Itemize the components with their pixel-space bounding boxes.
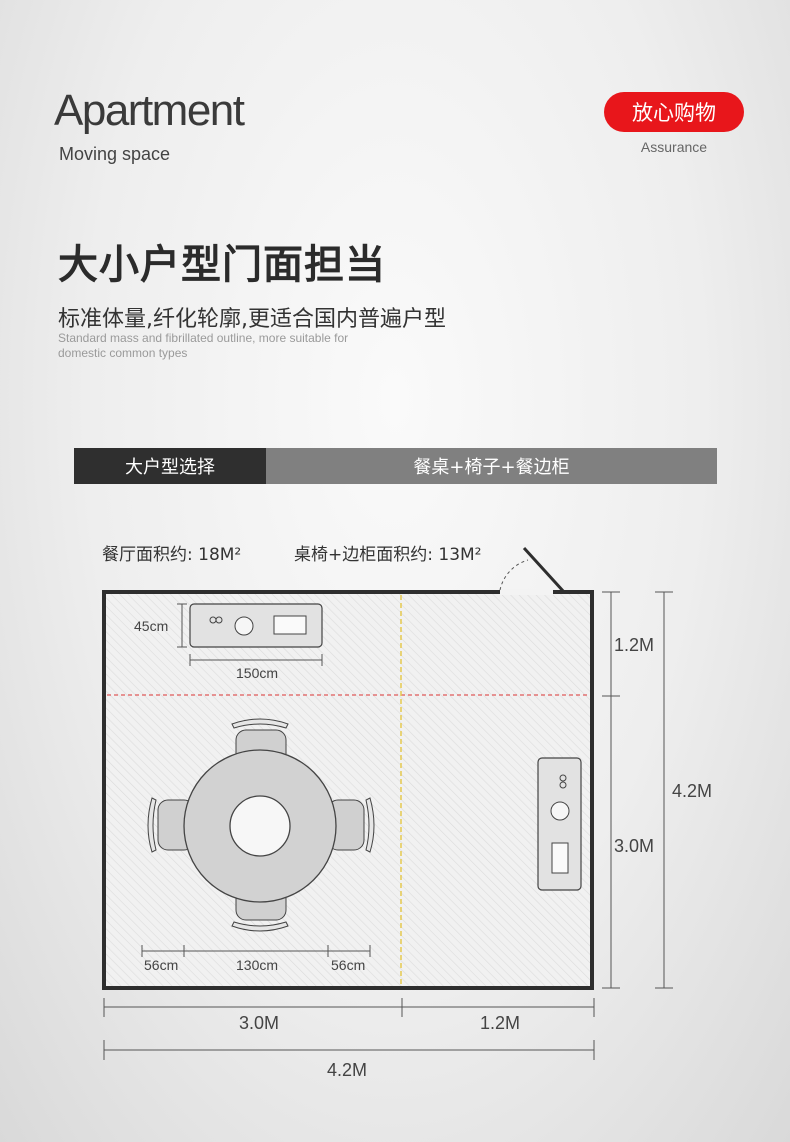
sideboard-top: [189, 603, 323, 648]
description-en-line2: domestic common types: [58, 346, 188, 360]
page-title: Apartment: [54, 86, 245, 135]
tab-large-apartment[interactable]: 大户型选择: [74, 448, 266, 484]
furniture-area-label: 桌椅+边柜面积约: 13M²: [294, 545, 482, 565]
door-swing: [499, 559, 529, 591]
assurance-caption: Assurance: [640, 139, 708, 155]
dining-area-label: 餐厅面积约: 18M²: [102, 545, 242, 565]
chair-right: [327, 797, 375, 853]
sideboard-right: [537, 757, 582, 891]
right-dims: [602, 591, 673, 989]
bottom-dims: [103, 998, 595, 1060]
description-en-line1: Standard mass and fibrillated outline, m…: [58, 331, 349, 345]
bottom-left-label: 3.0M: [239, 1013, 279, 1033]
table-diameter-label: 130cm: [236, 957, 278, 973]
cabinet-depth-dim: [177, 603, 187, 648]
cabinet-width-dim: [189, 654, 323, 666]
right-top-label: 1.2M: [614, 635, 654, 655]
description-cn: 标准体量,纤化轮廓,更适合国内普遍户型: [58, 307, 446, 332]
cabinet-depth-label: 45cm: [134, 618, 168, 634]
bottom-right-label: 1.2M: [480, 1013, 520, 1033]
description-en: Standard mass and fibrillated outline, m…: [58, 331, 398, 361]
headline: 大小户型门面担当: [58, 242, 386, 288]
bottom-total-label: 4.2M: [327, 1060, 367, 1080]
door-leaf: [522, 546, 566, 594]
cabinet-width-label: 150cm: [236, 665, 278, 681]
table-dims: [141, 945, 371, 957]
room-floor: [102, 590, 594, 990]
assurance-badge: 放心购物: [604, 92, 744, 132]
right-total-label: 4.2M: [672, 781, 712, 801]
lazy-susan: [229, 795, 291, 857]
right-bottom-label: 3.0M: [614, 836, 654, 856]
chair-right-depth-label: 56cm: [331, 957, 365, 973]
page-subtitle: Moving space: [59, 144, 171, 164]
chair-left-depth-label: 56cm: [144, 957, 178, 973]
option-tabs: 大户型选择 餐桌+椅子+餐边柜: [74, 448, 717, 484]
tab-table-chairs-cabinet[interactable]: 餐桌+椅子+餐边柜: [266, 448, 717, 484]
